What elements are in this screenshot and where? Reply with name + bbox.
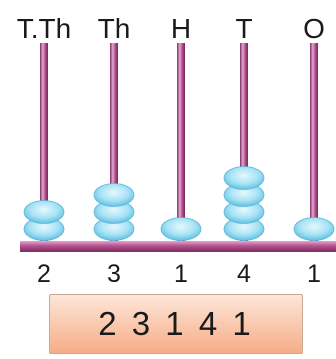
abacus-bead bbox=[23, 200, 65, 224]
place-value-header: H bbox=[171, 13, 191, 44]
abacus-rod bbox=[40, 43, 48, 242]
place-value-header: Th bbox=[98, 13, 131, 44]
abacus-bead bbox=[293, 217, 335, 241]
abacus-rod bbox=[240, 43, 248, 242]
place-value-header: O bbox=[303, 13, 325, 44]
place-digit: 4 bbox=[237, 260, 251, 288]
number-value: 2 3 1 4 1 bbox=[98, 305, 254, 342]
abacus-rod bbox=[177, 43, 185, 242]
abacus-bead bbox=[160, 217, 202, 241]
number-box: 2 3 1 4 1 bbox=[49, 294, 303, 354]
place-value-header: T.Th bbox=[17, 13, 71, 44]
place-digit: 3 bbox=[107, 260, 121, 288]
place-digit: 1 bbox=[174, 260, 188, 288]
abacus-rod bbox=[310, 43, 318, 242]
place-digit: 2 bbox=[37, 260, 51, 288]
abacus-bead bbox=[93, 183, 135, 207]
abacus-bead bbox=[223, 166, 265, 190]
abacus-base bbox=[20, 241, 336, 252]
abacus-rod bbox=[110, 43, 118, 242]
place-value-header: T bbox=[235, 13, 252, 44]
place-digit: 1 bbox=[307, 260, 321, 288]
